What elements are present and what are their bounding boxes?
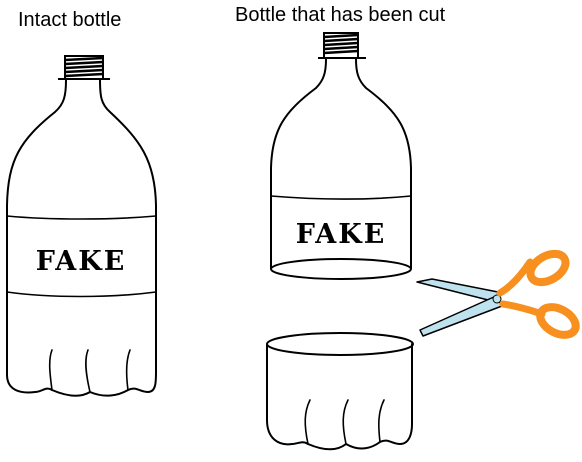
scissors-icon <box>416 249 580 339</box>
cut-base-groove <box>378 399 385 443</box>
intact-label-bottom-line <box>6 291 157 298</box>
cut-bottle-label: FAKE <box>296 219 387 250</box>
cut-bottle-bottom <box>266 332 414 451</box>
intact-label-top-line <box>6 215 157 220</box>
cut-bottle-top: FAKE <box>270 32 412 280</box>
cut-bottle-caption: Bottle that has been cut <box>235 4 446 26</box>
intact-base-groove <box>125 349 131 391</box>
cut-top-rim <box>270 258 412 280</box>
intact-base-groove <box>48 349 53 391</box>
cut-bottom-rim <box>266 332 414 356</box>
intact-bottle: FAKE <box>6 55 157 397</box>
cut-bottle-cap <box>318 32 366 59</box>
intact-bottle-label: FAKE <box>36 246 127 277</box>
intact-base-groove <box>85 349 91 393</box>
cut-label-top-line <box>270 195 412 200</box>
cut-bottle-top-body <box>270 58 412 269</box>
intact-bottle-cap <box>58 55 110 80</box>
cut-base-groove <box>342 399 349 445</box>
cut-bottle-bottom-body <box>266 343 413 451</box>
intact-bottle-body <box>6 79 157 397</box>
intact-bottle-caption: Intact bottle <box>18 9 122 31</box>
cut-base-groove <box>304 399 311 445</box>
